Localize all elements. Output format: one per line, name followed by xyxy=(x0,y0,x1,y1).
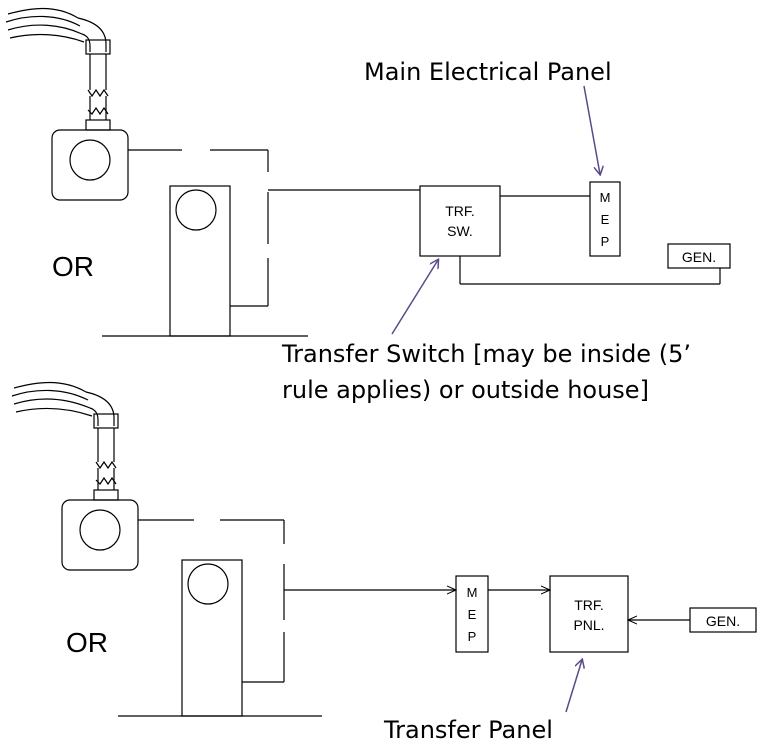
or-label: OR xyxy=(66,627,108,658)
mep-letter-p: P xyxy=(468,629,477,644)
mep-letter-e: E xyxy=(601,212,610,227)
transfer-panel-label-line2: PNL. xyxy=(573,617,604,633)
meter-icon xyxy=(61,499,139,571)
mep-letter-m: M xyxy=(467,585,478,600)
meter-icon xyxy=(51,129,129,201)
meter-feed-line xyxy=(128,149,269,307)
utility-pedestal-icon xyxy=(118,559,322,717)
transfer-switch-label-line2: SW. xyxy=(447,223,473,239)
generator-box: GEN. xyxy=(689,607,757,633)
overhead-service-drop-icon xyxy=(5,7,111,131)
transfer-switch-box: TRF. SW. xyxy=(419,185,501,257)
or-label: OR xyxy=(52,251,94,282)
utility-pedestal-icon xyxy=(102,185,308,337)
generator-box: GEN. xyxy=(667,243,731,269)
mep-letter-e: E xyxy=(468,607,477,622)
mep-letter-p: P xyxy=(601,234,610,249)
transfer-panel-callout-arrow xyxy=(565,660,582,713)
generator-label: GEN. xyxy=(706,613,740,629)
transfer-panel-box: TRF. PNL. xyxy=(549,575,629,653)
main-electrical-panel-box: M E P xyxy=(455,575,489,653)
main-electrical-panel-box: M E P xyxy=(589,181,621,257)
switch-to-generator-line xyxy=(459,256,721,285)
transfer-switch-callout-line2: rule applies) or outside house] xyxy=(282,376,649,404)
top-diagram: OR TRF. SW. M E P GEN. Main Ele xyxy=(5,7,731,404)
transfer-switch-callout-line1: Transfer Switch [may be inside (5’ xyxy=(281,340,691,368)
bottom-diagram: OR M E P TRF. PNL. GEN. Transfer Panel xyxy=(11,381,757,744)
transfer-switch-label-line1: TRF. xyxy=(445,203,475,219)
transfer-panel-label-line1: TRF. xyxy=(574,597,604,613)
generator-label: GEN. xyxy=(682,249,716,265)
meter-feed-line xyxy=(138,519,285,683)
main-electrical-panel-callout: Main Electrical Panel xyxy=(364,58,612,86)
transfer-panel-callout: Transfer Panel xyxy=(383,716,553,744)
main-panel-callout-arrow xyxy=(583,85,600,174)
transfer-switch-callout-arrow xyxy=(391,260,438,335)
overhead-service-drop-icon xyxy=(11,381,119,501)
mep-letter-m: M xyxy=(600,190,611,205)
